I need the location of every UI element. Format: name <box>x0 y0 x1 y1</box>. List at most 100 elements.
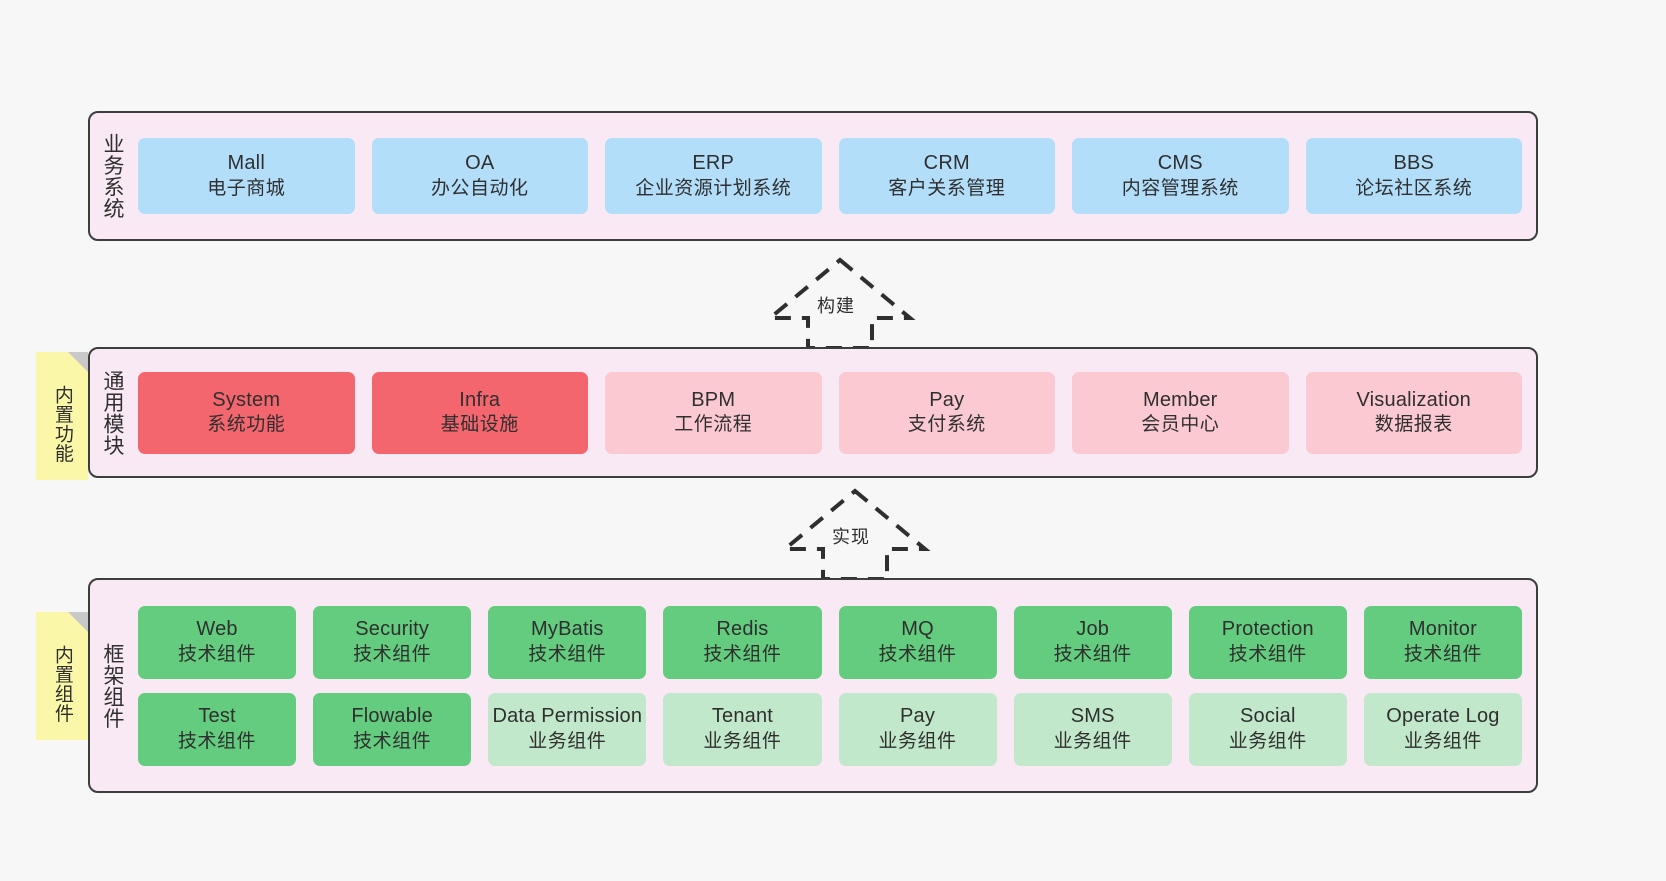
card-title-en: MyBatis <box>531 618 604 641</box>
card-monitor[interactable]: Monitor 技术组件 <box>1363 605 1522 679</box>
card-web[interactable]: Web 技术组件 <box>138 605 297 679</box>
card-title-cn: 业务组件 <box>1228 730 1307 752</box>
card-title-en: ERP <box>692 152 735 175</box>
card-title-cn: 论坛社区系统 <box>1355 177 1473 199</box>
connector-label-build: 构建 <box>817 296 855 316</box>
card-title-cn: 技术组件 <box>353 643 432 665</box>
card-visualization[interactable]: Visualization 数据报表 <box>1305 371 1522 454</box>
card-title-en: Infra <box>459 388 501 411</box>
card-title-cn: 技术组件 <box>353 730 432 752</box>
card-data-permission[interactable]: Data Permission 业务组件 <box>488 692 647 766</box>
card-title-cn: 业务组件 <box>1403 730 1482 752</box>
card-cms[interactable]: CMS 内容管理系统 <box>1072 138 1289 214</box>
card-row-technical: Web 技术组件 Security 技术组件 MyBatis 技术组件 Redi… <box>138 605 1522 679</box>
card-title-cn: 技术组件 <box>528 643 607 665</box>
card-oa[interactable]: OA 办公自动化 <box>371 138 588 214</box>
connector-label-implement: 实现 <box>832 527 870 547</box>
card-title-en: CRM <box>923 152 970 175</box>
card-title-en: Pay <box>900 705 936 728</box>
card-title-en: BBS <box>1393 152 1435 175</box>
card-title-en: Test <box>198 705 236 728</box>
card-row: Mall 电子商城 OA 办公自动化 ERP 企业资源计划系统 CRM 客户关系… <box>138 138 1522 214</box>
layer-framework-components: 框架组件 Web 技术组件 Security 技术组件 MyBatis 技术组件… <box>88 578 1538 793</box>
sticky-note-text: 内置组件 <box>51 645 73 723</box>
card-social[interactable]: Social 业务组件 <box>1188 692 1347 766</box>
sticky-note-builtin-features: 内置功能 <box>36 352 88 480</box>
card-title-en: Monitor <box>1408 618 1477 641</box>
card-title-en: Social <box>1239 705 1296 728</box>
layer-common-modules: 通用模块 System 系统功能 Infra 基础设施 BPM 工作流程 Pay… <box>88 347 1538 478</box>
card-title-en: Data Permission <box>492 705 643 728</box>
card-title-en: Operate Log <box>1386 705 1500 728</box>
card-title-cn: 会员中心 <box>1141 414 1220 436</box>
card-title-cn: 技术组件 <box>178 643 257 665</box>
layer-body-framework: Web 技术组件 Security 技术组件 MyBatis 技术组件 Redi… <box>134 580 1536 791</box>
card-title-en: Pay <box>929 388 965 411</box>
card-title-cn: 办公自动化 <box>430 177 529 199</box>
card-job[interactable]: Job 技术组件 <box>1013 605 1172 679</box>
card-infra[interactable]: Infra 基础设施 <box>371 371 588 454</box>
card-title-cn: 业务组件 <box>703 730 782 752</box>
layer-title-business: 业务系统 <box>100 133 124 219</box>
card-title-en: OA <box>465 152 495 175</box>
layer-title-framework: 框架组件 <box>100 642 124 729</box>
card-title-en: System <box>212 388 281 411</box>
card-test[interactable]: Test 技术组件 <box>138 692 297 766</box>
card-title-cn: 技术组件 <box>703 643 782 665</box>
card-title-en: Visualization <box>1356 388 1472 411</box>
card-erp[interactable]: ERP 企业资源计划系统 <box>605 138 822 214</box>
card-title-en: Member <box>1142 388 1218 411</box>
card-redis[interactable]: Redis 技术组件 <box>663 605 822 679</box>
card-title-cn: 客户关系管理 <box>888 177 1006 199</box>
card-title-cn: 技术组件 <box>1228 643 1307 665</box>
card-bbs[interactable]: BBS 论坛社区系统 <box>1305 138 1522 214</box>
layer-business-systems: 业务系统 Mall 电子商城 OA 办公自动化 ERP 企业资源计划系统 CRM… <box>88 111 1538 241</box>
card-mall[interactable]: Mall 电子商城 <box>138 138 355 214</box>
card-title-cn: 支付系统 <box>907 414 986 436</box>
card-title-en: Protection <box>1221 618 1314 641</box>
card-title-cn: 工作流程 <box>674 414 753 436</box>
card-member[interactable]: Member 会员中心 <box>1072 371 1289 454</box>
card-title-en: Redis <box>716 618 769 641</box>
card-title-cn: 电子商城 <box>207 177 286 199</box>
card-title-en: MQ <box>901 618 934 641</box>
card-title-en: Mall <box>227 152 265 175</box>
card-title-cn: 企业资源计划系统 <box>635 177 792 199</box>
card-pay-module[interactable]: Pay 支付系统 <box>838 371 1055 454</box>
layer-body-modules: System 系统功能 Infra 基础设施 BPM 工作流程 Pay 支付系统… <box>134 349 1536 476</box>
card-crm[interactable]: CRM 客户关系管理 <box>838 138 1055 214</box>
card-bpm[interactable]: BPM 工作流程 <box>605 371 822 454</box>
card-mybatis[interactable]: MyBatis 技术组件 <box>488 605 647 679</box>
card-mq[interactable]: MQ 技术组件 <box>838 605 997 679</box>
card-flowable[interactable]: Flowable 技术组件 <box>313 692 472 766</box>
card-system[interactable]: System 系统功能 <box>138 371 355 454</box>
card-title-cn: 内容管理系统 <box>1121 177 1239 199</box>
card-sms[interactable]: SMS 业务组件 <box>1013 692 1172 766</box>
card-title-cn: 数据报表 <box>1374 414 1453 436</box>
card-title-en: Security <box>355 618 430 641</box>
card-title-en: SMS <box>1070 705 1115 728</box>
layer-title-modules: 通用模块 <box>100 369 124 456</box>
card-title-cn: 业务组件 <box>1053 730 1132 752</box>
card-title-cn: 技术组件 <box>878 643 957 665</box>
card-title-cn: 技术组件 <box>1403 643 1482 665</box>
card-title-en: Tenant <box>711 705 774 728</box>
card-row-business: Test 技术组件 Flowable 技术组件 Data Permission … <box>138 692 1522 766</box>
card-operate-log[interactable]: Operate Log 业务组件 <box>1363 692 1522 766</box>
card-title-en: CMS <box>1157 152 1203 175</box>
card-pay-component[interactable]: Pay 业务组件 <box>838 692 997 766</box>
card-tenant[interactable]: Tenant 业务组件 <box>663 692 822 766</box>
card-title-en: Web <box>196 618 238 641</box>
card-title-en: Job <box>1076 618 1110 641</box>
card-security[interactable]: Security 技术组件 <box>313 605 472 679</box>
sticky-note-builtin-components: 内置组件 <box>36 612 88 740</box>
card-row: System 系统功能 Infra 基础设施 BPM 工作流程 Pay 支付系统… <box>138 371 1522 454</box>
card-title-cn: 业务组件 <box>528 730 607 752</box>
layer-body-business: Mall 电子商城 OA 办公自动化 ERP 企业资源计划系统 CRM 客户关系… <box>134 113 1536 239</box>
card-protection[interactable]: Protection 技术组件 <box>1188 605 1347 679</box>
card-title-cn: 系统功能 <box>207 414 286 436</box>
card-title-cn: 基础设施 <box>440 414 519 436</box>
card-title-en: Flowable <box>351 705 433 728</box>
card-title-cn: 技术组件 <box>178 730 257 752</box>
